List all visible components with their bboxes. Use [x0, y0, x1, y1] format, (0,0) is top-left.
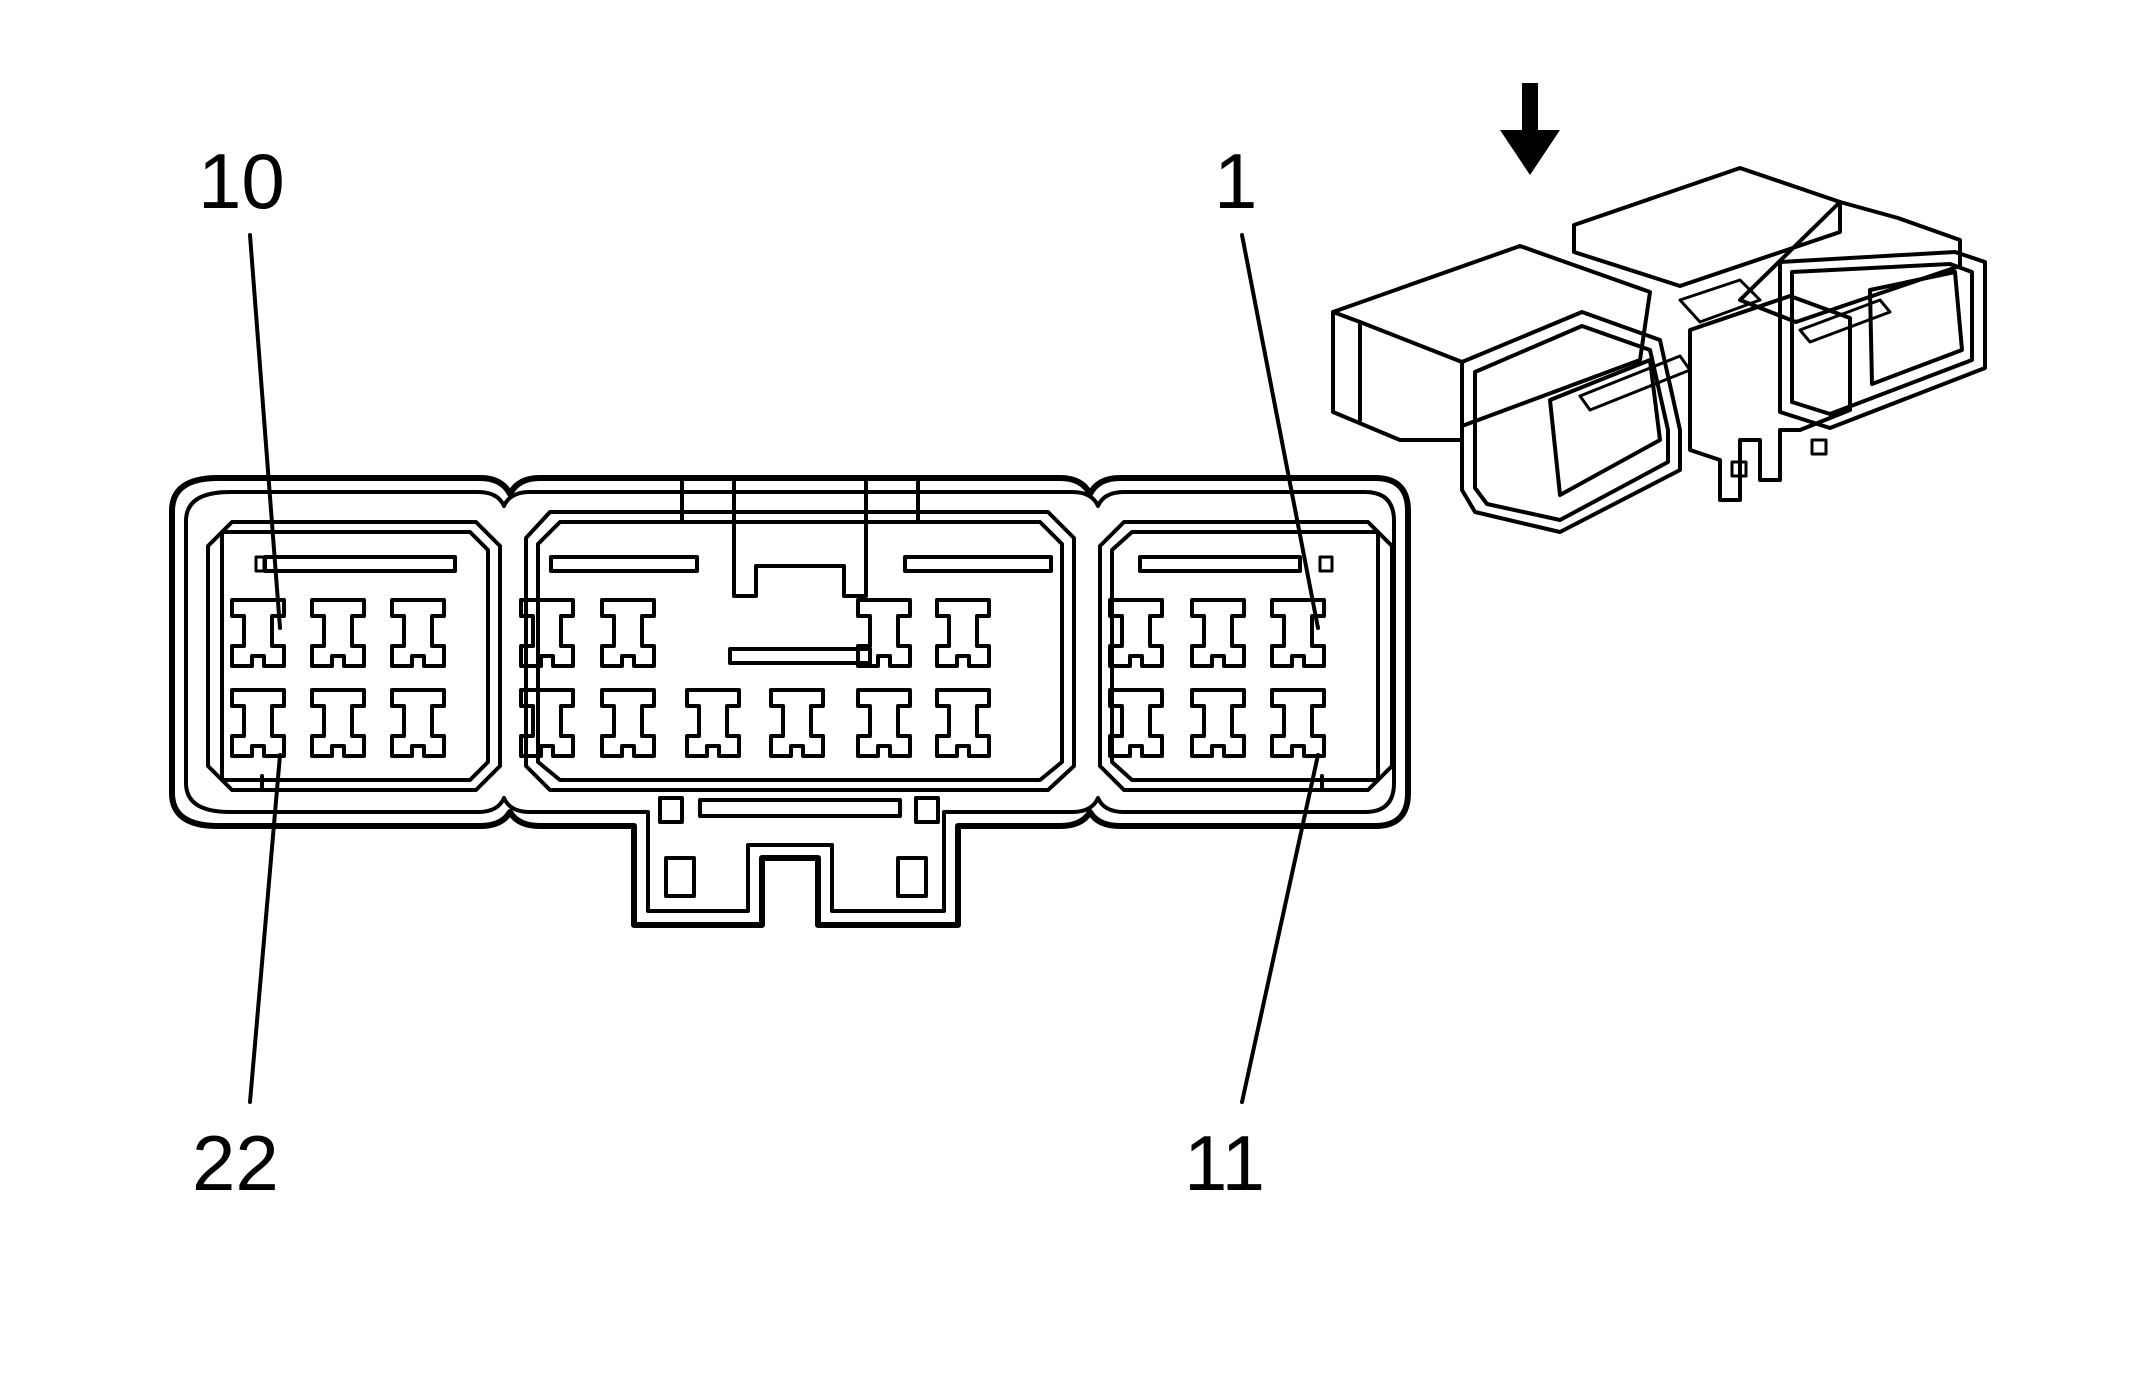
terminal-cavity-5: [390, 598, 446, 668]
terminal-cavity-22: [1270, 688, 1326, 758]
terminal-cavities: [230, 598, 1326, 758]
terminal-cavity-3: [310, 598, 366, 668]
terminal-cavity-13: [685, 688, 741, 758]
connector-face: [169, 233, 1411, 1104]
pin-label-11: 11: [1184, 1119, 1265, 1207]
terminal-cavity-9: [856, 598, 912, 668]
leader-line-pin-10: [248, 233, 282, 630]
terminal-cavity-6: [390, 688, 446, 758]
pin-label-10: 10: [198, 137, 285, 225]
terminal-cavity-11: [519, 688, 575, 758]
terminal-cavity-8: [600, 598, 656, 668]
terminal-cavity-19: [1190, 598, 1246, 668]
terminal-cavity-14: [769, 688, 825, 758]
leader-line-pin-1: [1240, 233, 1320, 630]
terminal-cavity-1: [230, 598, 286, 668]
terminal-cavity-4: [310, 688, 366, 758]
terminal-cavity-2: [230, 688, 286, 758]
pin-label-1: 1: [1214, 137, 1257, 225]
terminal-cavity-17: [1108, 598, 1164, 668]
terminal-cavity-10: [935, 598, 991, 668]
terminal-cavity-16: [935, 688, 991, 758]
terminal-cavity-18: [1108, 688, 1164, 758]
leader-line-pin-11: [1240, 753, 1320, 1104]
terminal-cavity-20: [1190, 688, 1246, 758]
terminal-cavity-7: [519, 598, 575, 668]
top-key: [680, 476, 920, 598]
terminal-cavity-15: [856, 688, 912, 758]
outer-shell: [169, 475, 1411, 928]
left-block-housing: [206, 520, 502, 792]
leader-line-pin-22: [248, 753, 282, 1104]
pin-label-22: 22: [192, 1119, 279, 1207]
connector-3d-view: [1331, 83, 1987, 534]
insertion-direction-arrow-icon: [1500, 83, 1560, 175]
terminal-cavity-12: [600, 688, 656, 758]
